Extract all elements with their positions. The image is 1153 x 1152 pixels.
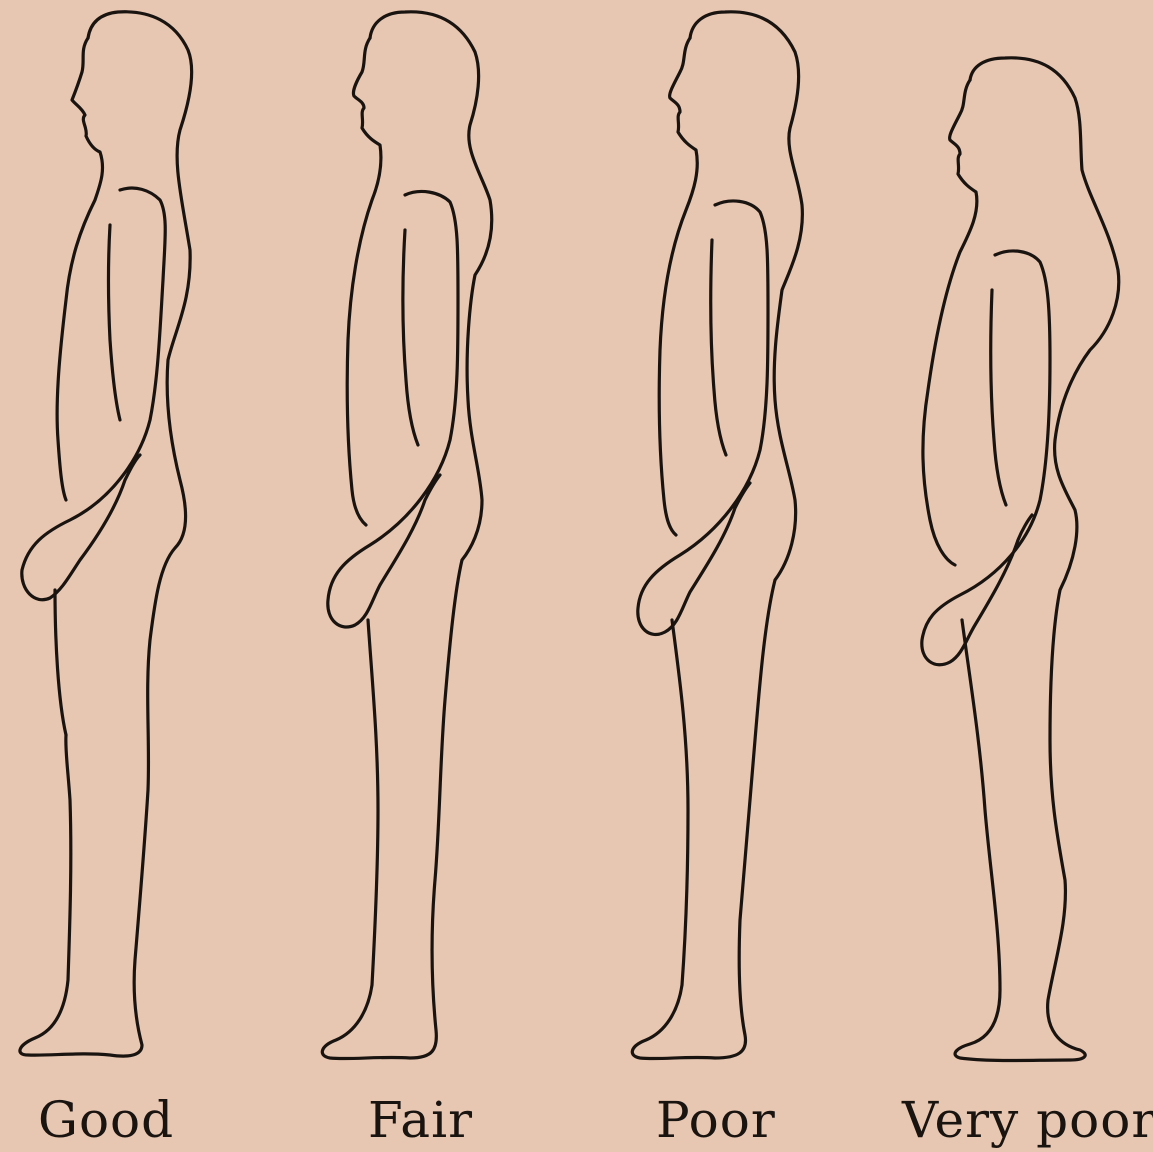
figure-very-poor-outline: [922, 58, 1119, 1061]
figure-fair-outline: [322, 12, 491, 1059]
label-good: Good: [38, 1095, 174, 1145]
label-fair: Fair: [368, 1095, 473, 1145]
label-poor: Poor: [656, 1095, 776, 1145]
figure-poor-outline: [632, 12, 802, 1059]
figure-good-outline: [20, 12, 192, 1056]
label-very-poor: Very poor: [902, 1095, 1153, 1145]
